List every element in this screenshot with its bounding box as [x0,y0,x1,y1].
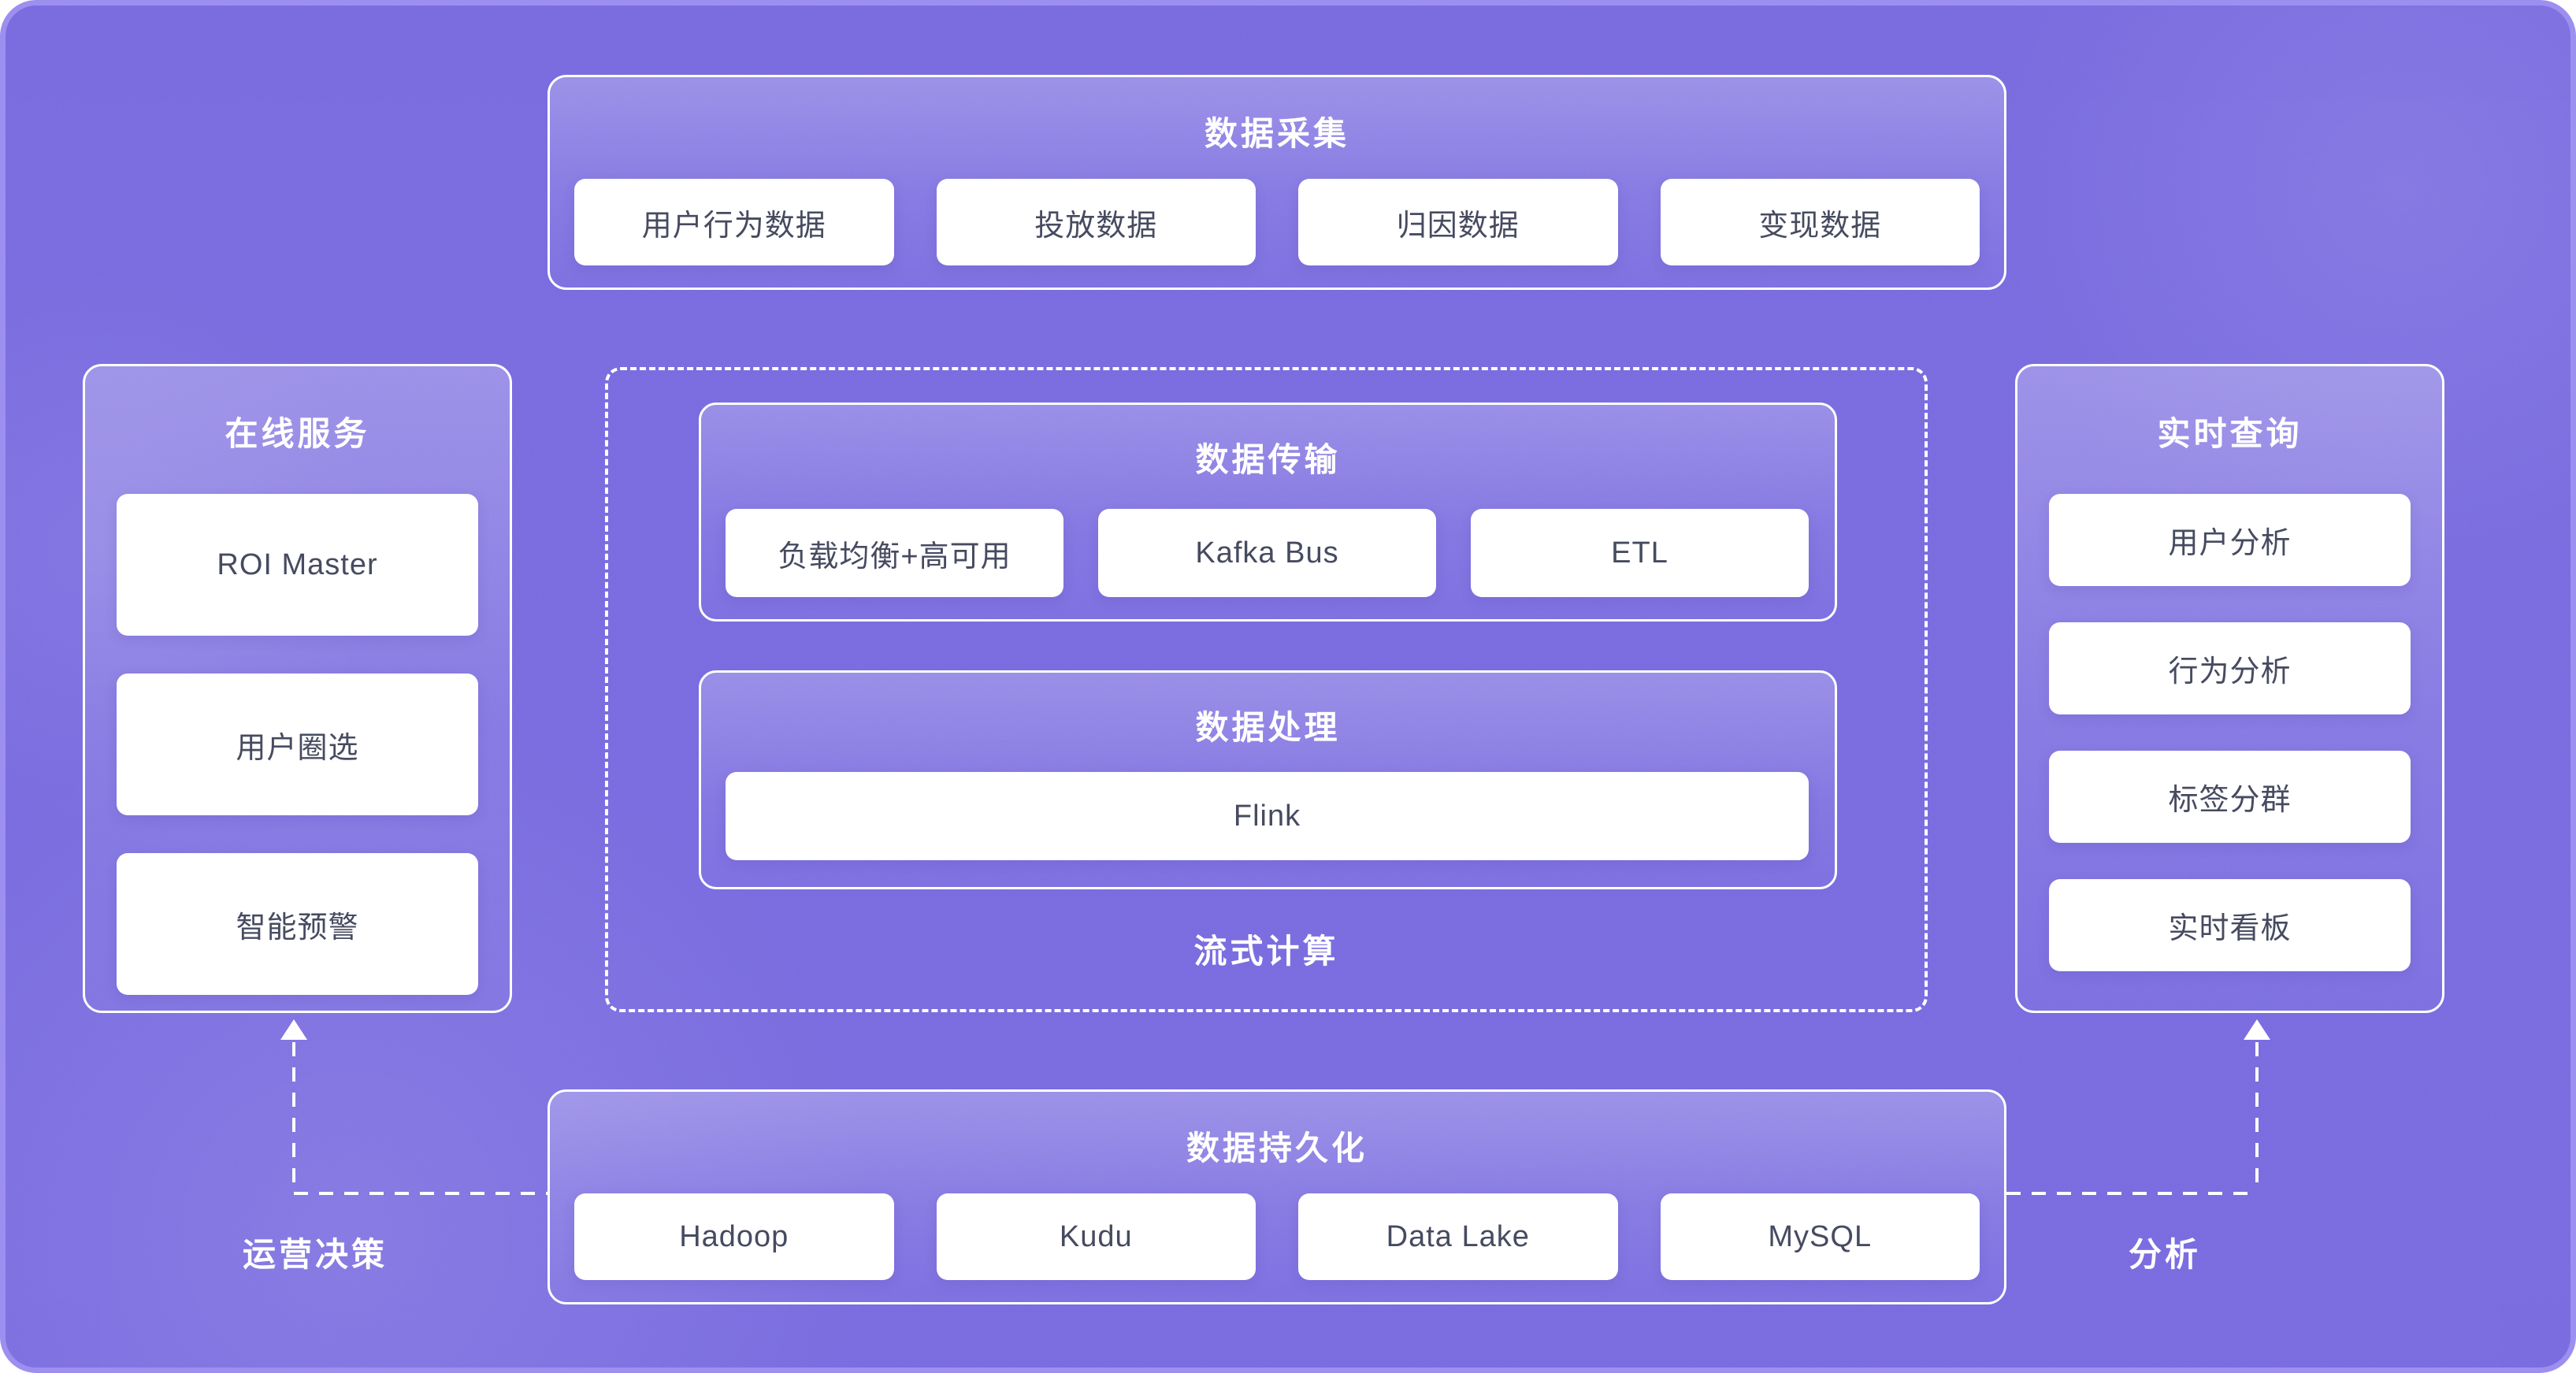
panel-online-services-title: 在线服务 [225,415,370,452]
realtime-query-cards: 用户分析 行为分析 标签分群 实时看板 [2049,494,2411,971]
panel-data-persistence: 数据持久化 Hadoop Kudu Data Lake MySQL [547,1089,2006,1304]
panel-realtime-query: 实时查询 用户分析 行为分析 标签分群 实时看板 [2015,364,2444,1013]
online-services-cards: ROI Master 用户圈选 智能预警 [117,494,478,995]
data-collection-cards: 用户行为数据 投放数据 归因数据 变现数据 [574,179,1980,265]
decision-flow-line-vertical [292,1042,295,1193]
panel-data-collection: 数据采集 用户行为数据 投放数据 归因数据 变现数据 [547,75,2006,290]
decision-flow-label: 运营决策 [242,1236,388,1273]
arrow-up-icon [2244,1019,2270,1040]
card-behavior-analysis: 行为分析 [2049,622,2411,714]
analysis-flow-line-horizontal [2006,1192,2257,1195]
arrow-up-icon [280,1019,307,1040]
card-smart-alert: 智能预警 [117,853,478,995]
panel-data-processing: 数据处理 Flink [699,670,1837,889]
panel-data-transfer-title: 数据传输 [1195,441,1341,478]
card-roi-master: ROI Master [117,494,478,636]
card-user-analysis: 用户分析 [2049,494,2411,586]
data-persistence-cards: Hadoop Kudu Data Lake MySQL [574,1193,1980,1280]
card-etl: ETL [1471,509,1809,597]
card-realtime-dashboard: 实时看板 [2049,879,2411,971]
card-flink: Flink [726,772,1809,860]
card-mysql: MySQL [1660,1193,1980,1280]
analysis-flow-line-vertical [2255,1042,2259,1193]
panel-data-collection-title: 数据采集 [1204,115,1349,152]
card-tag-clustering: 标签分群 [2049,751,2411,843]
data-processing-cards: Flink [726,772,1809,860]
panel-data-persistence-title: 数据持久化 [1186,1130,1368,1167]
panel-stream-computing: 数据传输 负载均衡+高可用 Kafka Bus ETL 数据处理 Flink 流… [605,367,1928,1012]
card-data-lake: Data Lake [1298,1193,1618,1280]
card-user-behavior-data: 用户行为数据 [574,179,894,265]
card-user-segmentation: 用户圈选 [117,674,478,815]
stream-computing-label: 流式计算 [1193,933,1339,970]
card-hadoop: Hadoop [574,1193,894,1280]
card-attribution-data: 归因数据 [1298,179,1618,265]
analysis-flow-label: 分析 [2128,1236,2201,1273]
panel-online-services: 在线服务 ROI Master 用户圈选 智能预警 [83,364,512,1013]
decision-flow-line-horizontal [294,1192,547,1195]
card-monetization-data: 变现数据 [1660,179,1980,265]
panel-data-transfer: 数据传输 负载均衡+高可用 Kafka Bus ETL [699,403,1837,622]
panel-realtime-query-title: 实时查询 [2157,415,2303,452]
panel-data-processing-title: 数据处理 [1195,709,1341,746]
card-kudu: Kudu [936,1193,1256,1280]
card-ad-delivery-data: 投放数据 [936,179,1256,265]
card-load-balance-ha: 负载均衡+高可用 [726,509,1063,597]
card-kafka-bus: Kafka Bus [1098,509,1436,597]
data-transfer-cards: 负载均衡+高可用 Kafka Bus ETL [726,509,1809,597]
